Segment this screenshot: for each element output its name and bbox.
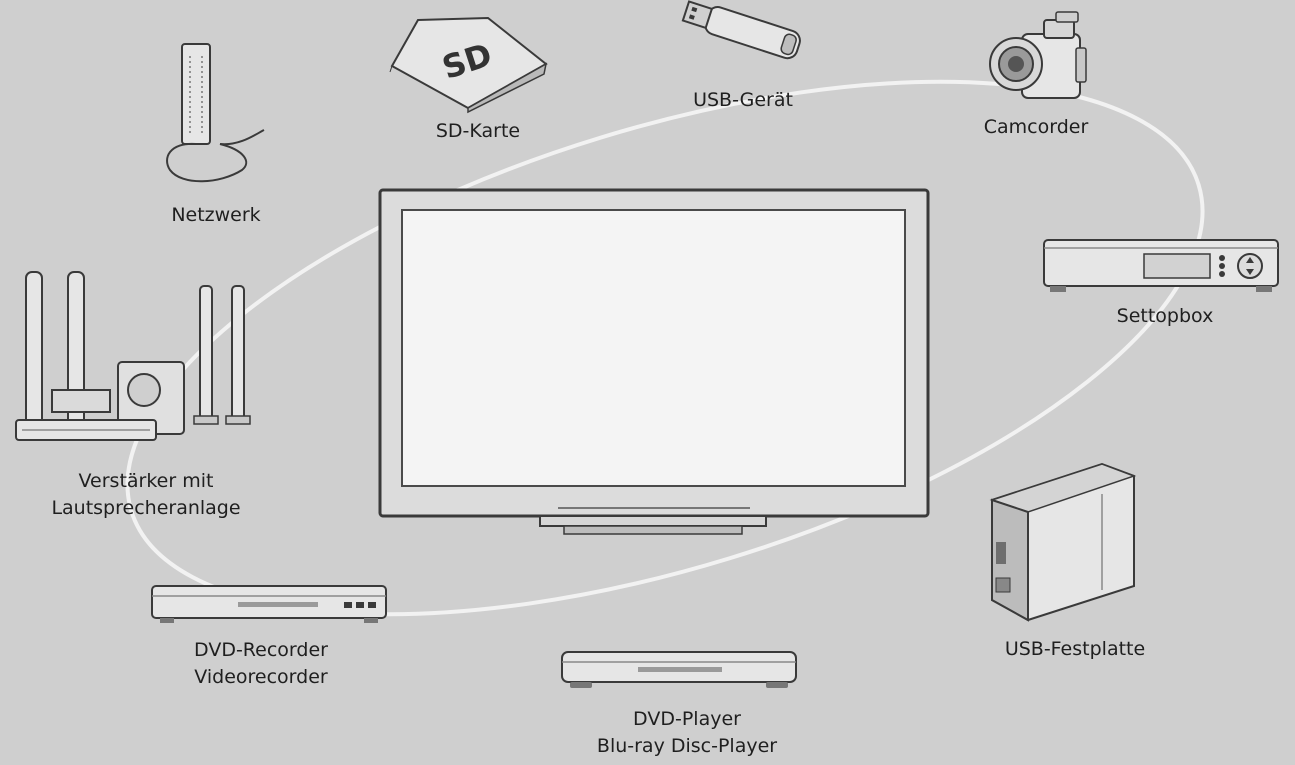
usb-stick-icon bbox=[681, 0, 801, 60]
label-line: Netzwerk bbox=[171, 204, 261, 226]
dvd-recorder-icon bbox=[151, 585, 387, 623]
label-amplifier: Verstärker mit Lautsprecheranlage bbox=[38, 468, 254, 522]
label-line: Verstärker mit bbox=[78, 470, 214, 492]
label-usb-stick: USB-Gerät bbox=[683, 87, 803, 114]
label-dvd-recorder: DVD-Recorder Videorecorder bbox=[176, 637, 346, 691]
label-line: DVD-Player bbox=[633, 708, 741, 730]
sd-card-icon: SD bbox=[389, 16, 548, 114]
settopbox-icon bbox=[1043, 239, 1279, 292]
label-line: DVD-Recorder bbox=[194, 639, 328, 661]
label-line: SD-Karte bbox=[435, 120, 521, 142]
label-line: Camcorder bbox=[983, 116, 1089, 138]
label-settopbox: Settopbox bbox=[1098, 303, 1232, 330]
label-network: Netzwerk bbox=[154, 202, 278, 229]
label-line: Settopbox bbox=[1116, 305, 1214, 327]
network-adapter-icon bbox=[166, 43, 265, 183]
label-line: USB-Gerät bbox=[693, 89, 793, 111]
dvd-player-icon bbox=[561, 651, 797, 688]
label-camcorder: Camcorder bbox=[974, 114, 1098, 141]
label-line: Blu-ray Disc-Player bbox=[596, 735, 778, 757]
label-line: Videorecorder bbox=[194, 666, 328, 688]
label-dvd-player: DVD-Player Blu-ray Disc-Player bbox=[580, 706, 794, 760]
label-line: USB-Festplatte bbox=[1004, 638, 1146, 660]
flat-tv-icon bbox=[378, 188, 930, 535]
label-usb-hdd: USB-Festplatte bbox=[990, 636, 1160, 663]
label-sd-card: SD-Karte bbox=[428, 118, 528, 145]
label-line: Lautsprecheranlage bbox=[51, 497, 241, 519]
camcorder-icon bbox=[989, 11, 1087, 99]
speaker-system-icon bbox=[15, 271, 251, 441]
usb-hdd-icon bbox=[989, 462, 1137, 622]
